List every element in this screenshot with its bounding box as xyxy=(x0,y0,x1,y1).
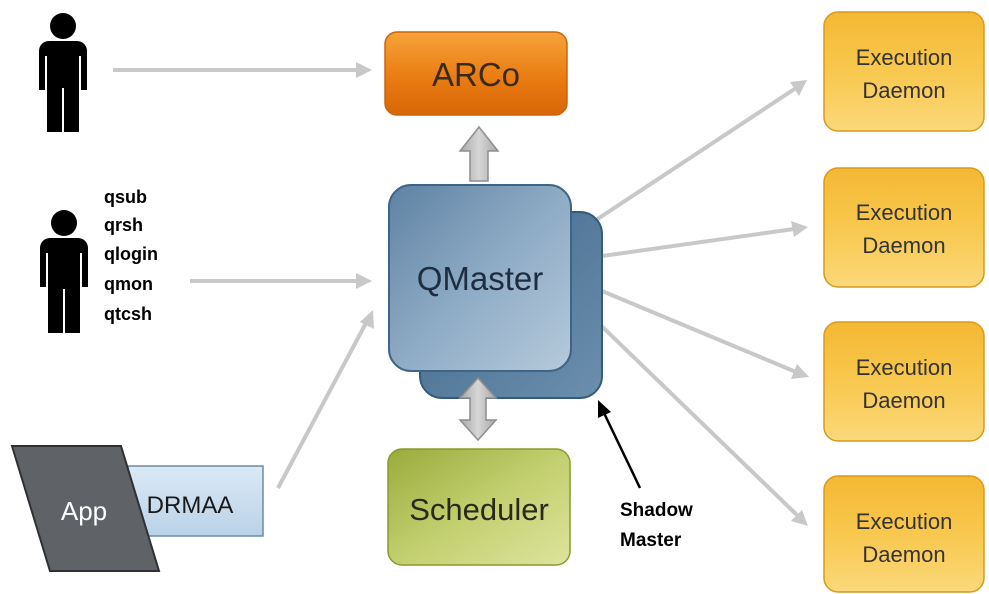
qmaster-box: QMaster xyxy=(388,184,572,372)
scheduler-label: Scheduler xyxy=(409,492,549,527)
command-qsub: qsub xyxy=(104,187,147,207)
arrow-commands-to-qmaster xyxy=(190,273,372,289)
arco-label: ARCo xyxy=(432,56,520,93)
execution-daemon-1: Execution Daemon xyxy=(823,11,985,132)
execution-daemon-label-line1: Execution xyxy=(856,355,953,380)
execution-daemon-label-line1: Execution xyxy=(856,45,953,70)
shadow-master-annotation: Shadow Master xyxy=(598,400,693,551)
execution-daemon-label-line2: Daemon xyxy=(862,542,945,567)
arrow-qmaster-scheduler xyxy=(458,376,498,442)
command-list: qsub qrsh qlogin qmon qtcsh xyxy=(104,187,158,324)
command-qtcsh: qtcsh xyxy=(104,304,152,324)
scheduler-box: Scheduler xyxy=(387,448,571,566)
execution-daemon-3: Execution Daemon xyxy=(823,321,985,442)
arrow-drmaa-to-qmaster xyxy=(276,310,374,489)
shadow-label: Shadow xyxy=(620,500,693,521)
arrow-qmaster-to-execution-2 xyxy=(587,221,808,260)
execution-daemon-label-line2: Daemon xyxy=(862,78,945,103)
app-box: App xyxy=(10,445,161,572)
execution-daemon-4: Execution Daemon xyxy=(823,475,985,593)
master-label: Master xyxy=(620,530,682,551)
execution-daemon-label-line1: Execution xyxy=(856,200,953,225)
execution-daemon-label-line2: Daemon xyxy=(862,388,945,413)
arrow-qmaster-to-arco xyxy=(458,125,500,182)
command-qmon: qmon xyxy=(104,274,153,294)
command-qrsh: qrsh xyxy=(104,215,143,235)
connectors xyxy=(113,62,809,526)
arrow-qmaster-to-execution-4 xyxy=(585,310,808,526)
drmaa-label: DRMAA xyxy=(147,492,234,519)
qmaster-label: QMaster xyxy=(417,260,544,297)
app-label: App xyxy=(61,496,107,526)
command-qlogin: qlogin xyxy=(104,244,158,264)
arco-box: ARCo xyxy=(384,31,568,116)
arrow-qmaster-to-execution-3 xyxy=(589,284,809,379)
execution-daemon-label-line1: Execution xyxy=(856,509,953,534)
drmaa-box: DRMAA xyxy=(127,465,264,537)
arrow-user-to-arco xyxy=(113,62,372,78)
person-icon xyxy=(39,13,87,132)
arrow-qmaster-to-execution-1 xyxy=(582,80,807,230)
execution-daemon-label-line2: Daemon xyxy=(862,233,945,258)
person-icon xyxy=(40,210,88,333)
execution-daemon-2: Execution Daemon xyxy=(823,167,985,288)
